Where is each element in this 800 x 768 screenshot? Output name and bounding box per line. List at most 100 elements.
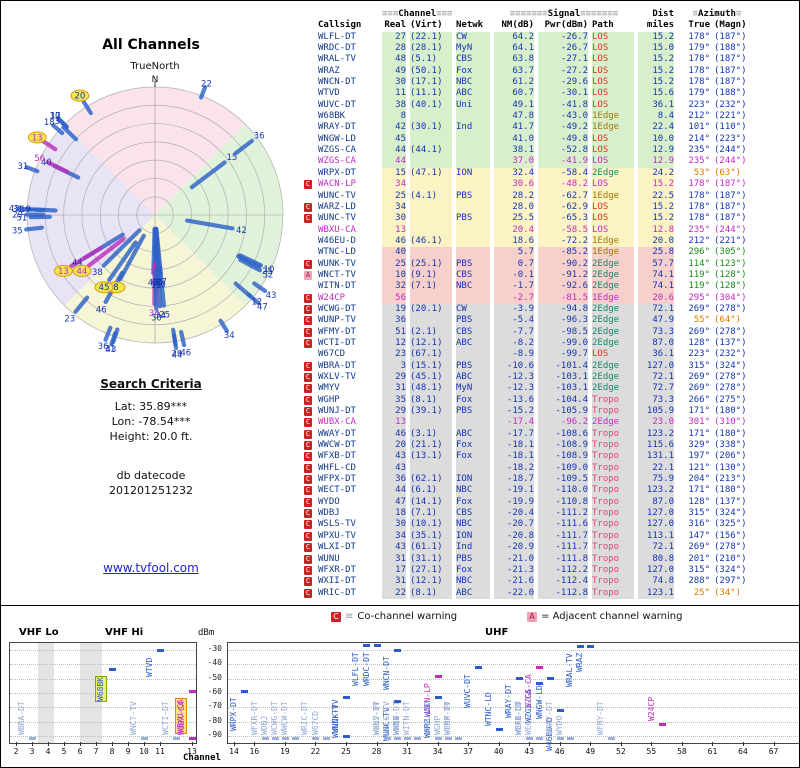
distance: 22.5 bbox=[638, 190, 674, 202]
azimuth-true: 301° bbox=[688, 417, 710, 428]
power: -99.0 bbox=[538, 337, 588, 350]
azimuth-magnetic: (221°) bbox=[714, 235, 747, 246]
warning-cell bbox=[304, 122, 314, 133]
real-channel: 27 bbox=[382, 31, 406, 44]
real-channel: 11 bbox=[382, 88, 406, 100]
warning-cell bbox=[304, 145, 314, 156]
power: -85.2 bbox=[538, 247, 588, 259]
channel-number-label: 8 bbox=[113, 283, 118, 293]
real-channel: 22 bbox=[382, 587, 406, 599]
warning-cell: C bbox=[304, 588, 314, 599]
network bbox=[456, 179, 490, 191]
network: Fox bbox=[456, 65, 490, 78]
distance: 15.0 bbox=[638, 43, 674, 55]
co-channel-warning-icon: C bbox=[304, 384, 312, 394]
noise-margin: 64.1 bbox=[494, 43, 534, 55]
vhf-lo-header: VHF Lo bbox=[19, 627, 59, 638]
real-channel: 25 bbox=[382, 258, 406, 270]
noise-margin: -21.6 bbox=[494, 576, 534, 588]
azimuth-true: 55° bbox=[693, 315, 710, 326]
azimuth-true: 269° bbox=[688, 303, 710, 314]
distance: 15.6 bbox=[638, 88, 674, 100]
col-magn: (Magn) bbox=[714, 20, 747, 31]
path: Tropo bbox=[592, 474, 634, 486]
warning-cell: C bbox=[304, 519, 314, 530]
azimuth-true: 214° bbox=[688, 133, 710, 144]
channel-number-label: 11 bbox=[151, 281, 162, 291]
tvfool-link[interactable]: www.tvfool.com bbox=[103, 561, 199, 575]
spectrum-bar bbox=[393, 648, 401, 652]
distance: 127.0 bbox=[638, 519, 674, 531]
azimuth-magnetic: (210°) bbox=[714, 553, 747, 564]
spectrum-bar bbox=[29, 737, 36, 740]
virtual-channel: (50.1) bbox=[410, 65, 452, 78]
network bbox=[456, 235, 490, 248]
azimuth-magnetic: (297°) bbox=[714, 576, 747, 587]
x-axis-tick-label: 14 bbox=[229, 747, 239, 756]
power: -101.4 bbox=[538, 360, 588, 372]
channel-number-label: 27 bbox=[156, 278, 167, 288]
station-label: WWCW-DT bbox=[280, 701, 290, 735]
x-axis-tick bbox=[64, 742, 65, 746]
channel-number-label: 15 bbox=[226, 153, 237, 163]
power: -109.0 bbox=[538, 462, 588, 475]
noise-margin: 32.4 bbox=[494, 167, 534, 180]
virtual-channel: (15.1) bbox=[410, 360, 452, 372]
warning-cell bbox=[304, 281, 314, 292]
path: 2Edge bbox=[592, 360, 634, 372]
signal-lobe bbox=[24, 165, 40, 174]
power: -29.6 bbox=[538, 77, 588, 89]
power: -105.9 bbox=[538, 406, 588, 418]
noise-margin: -10.6 bbox=[494, 360, 534, 372]
power: -58.5 bbox=[538, 224, 588, 236]
path: 1Edge bbox=[592, 247, 634, 259]
signal-lobe bbox=[233, 138, 255, 156]
callsign: W46EU-D bbox=[318, 235, 356, 246]
real-channel: 13 bbox=[382, 224, 406, 236]
virtual-channel: (30.1) bbox=[410, 122, 452, 134]
real-channel: 3 bbox=[382, 360, 406, 372]
col-virt: (Virt) bbox=[410, 20, 443, 31]
virtual-channel bbox=[410, 247, 452, 259]
real-channel: 8 bbox=[382, 111, 406, 123]
azimuth-true: 212° bbox=[688, 235, 710, 246]
callsign: WBRA-DT bbox=[318, 360, 356, 371]
power: -112.8 bbox=[538, 587, 588, 599]
virtual-channel: (22.1) bbox=[410, 31, 452, 44]
distance: 12.9 bbox=[638, 156, 674, 168]
noise-margin: -17.4 bbox=[494, 417, 534, 429]
channel-number-label: 45 bbox=[99, 283, 110, 293]
callsign: W67CD bbox=[318, 349, 346, 360]
station-label: WNCN-DT bbox=[381, 656, 391, 691]
power: -110.8 bbox=[538, 496, 588, 509]
real-channel: 25 bbox=[382, 190, 406, 202]
noise-margin: 38.1 bbox=[494, 145, 534, 157]
x-axis-tick bbox=[112, 742, 113, 746]
spectrum-bar bbox=[157, 649, 164, 653]
power: -111.2 bbox=[538, 508, 588, 520]
distance: 127.0 bbox=[638, 360, 674, 372]
distance: 131.1 bbox=[638, 451, 674, 463]
azimuth-true: 121° bbox=[688, 462, 710, 473]
spectrum-bar bbox=[434, 675, 442, 679]
spectrum-bar bbox=[173, 737, 180, 740]
height-value: Height: 20.0 ft. bbox=[109, 430, 193, 443]
virtual-channel: (44.1) bbox=[410, 145, 452, 157]
callsign: WXII-DT bbox=[318, 576, 356, 587]
noise-margin: 61.2 bbox=[494, 77, 534, 89]
x-axis-tick bbox=[407, 742, 409, 746]
network: CW bbox=[456, 31, 490, 44]
callsign: WPXU-TV bbox=[318, 530, 356, 541]
azimuth-true: 223° bbox=[688, 349, 710, 360]
real-channel: 31 bbox=[382, 576, 406, 588]
azimuth-magnetic: (110°) bbox=[714, 122, 747, 133]
azimuth-magnetic: (221°) bbox=[714, 111, 747, 122]
power: -41.9 bbox=[538, 156, 588, 168]
channel-number-label: 44 bbox=[172, 350, 183, 360]
azimuth-magnetic: (180°) bbox=[714, 428, 747, 439]
network bbox=[456, 417, 490, 429]
